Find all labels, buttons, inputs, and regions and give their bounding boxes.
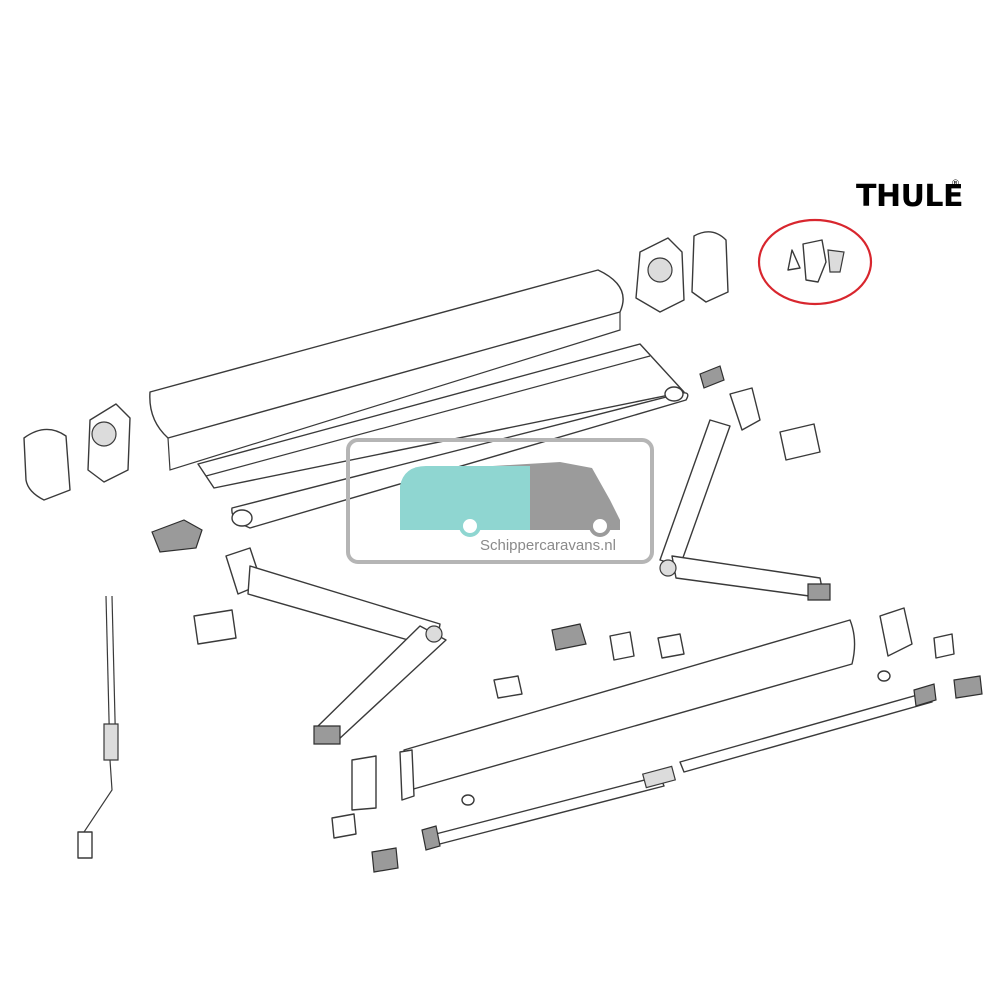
right-side-cover	[779, 423, 821, 461]
gear-icon	[91, 421, 117, 447]
end-cap-block	[933, 633, 955, 659]
support-bar	[421, 683, 937, 851]
drive-coupler	[699, 365, 725, 389]
crank-handle	[77, 595, 119, 859]
right-arm-upper-segment	[659, 419, 731, 567]
caravan-icon	[400, 466, 530, 530]
awning-cassette	[149, 269, 689, 529]
watermark-frame	[346, 438, 654, 564]
crank-knob	[77, 831, 93, 859]
left-arm-lower-segment	[315, 625, 447, 741]
left-side-cover	[193, 609, 237, 645]
end-cap-plug	[953, 675, 983, 699]
lead-rail-end-cap	[879, 607, 913, 657]
support-bar-left	[427, 775, 665, 847]
bracket-clip	[551, 623, 587, 651]
front-lead-rail	[399, 607, 983, 801]
connector-parts	[493, 623, 685, 699]
left-end-cap-group	[23, 403, 131, 501]
right-end-cap-group	[635, 231, 729, 313]
cassette-lip	[167, 312, 621, 471]
registered-mark: ®	[951, 179, 960, 189]
right-arm-bracket	[729, 387, 761, 431]
right-arm-foot	[807, 583, 831, 601]
lead-rail-profile	[403, 619, 856, 791]
left-cap-block	[331, 813, 357, 839]
thule-logo: THULE ®	[856, 179, 964, 214]
slide-block	[657, 633, 685, 659]
watermark: Schippercaravans.nl	[346, 438, 654, 564]
left-arm-foot	[313, 725, 341, 745]
left-end-cover	[23, 428, 71, 501]
crank-gear-unit	[151, 519, 203, 553]
end-cap-plate	[802, 239, 827, 283]
highlight-circle	[757, 218, 873, 306]
highlighted-parts	[757, 218, 873, 306]
bar-joint	[641, 765, 677, 789]
right-arm-upper	[659, 387, 831, 601]
support-bar-right	[679, 691, 933, 773]
left-lead-rail-cap	[351, 755, 377, 811]
roller-tube-end	[231, 509, 253, 527]
right-arm-lower-segment	[671, 555, 825, 599]
end-cap-insert	[827, 249, 845, 273]
brand-name: THULE	[856, 179, 963, 214]
left-cap-plug	[371, 847, 399, 873]
right-end-cover	[691, 231, 729, 303]
slide-block	[609, 631, 635, 661]
watermark-text: Schippercaravans.nl	[480, 537, 616, 554]
left-arm	[193, 547, 447, 745]
lead-rail-left-parts	[331, 755, 475, 873]
small-cover-piece	[787, 249, 801, 271]
drive-parts	[151, 365, 725, 553]
small-clip	[493, 675, 523, 699]
gear-icon	[647, 257, 673, 283]
crank-grip	[103, 723, 119, 761]
